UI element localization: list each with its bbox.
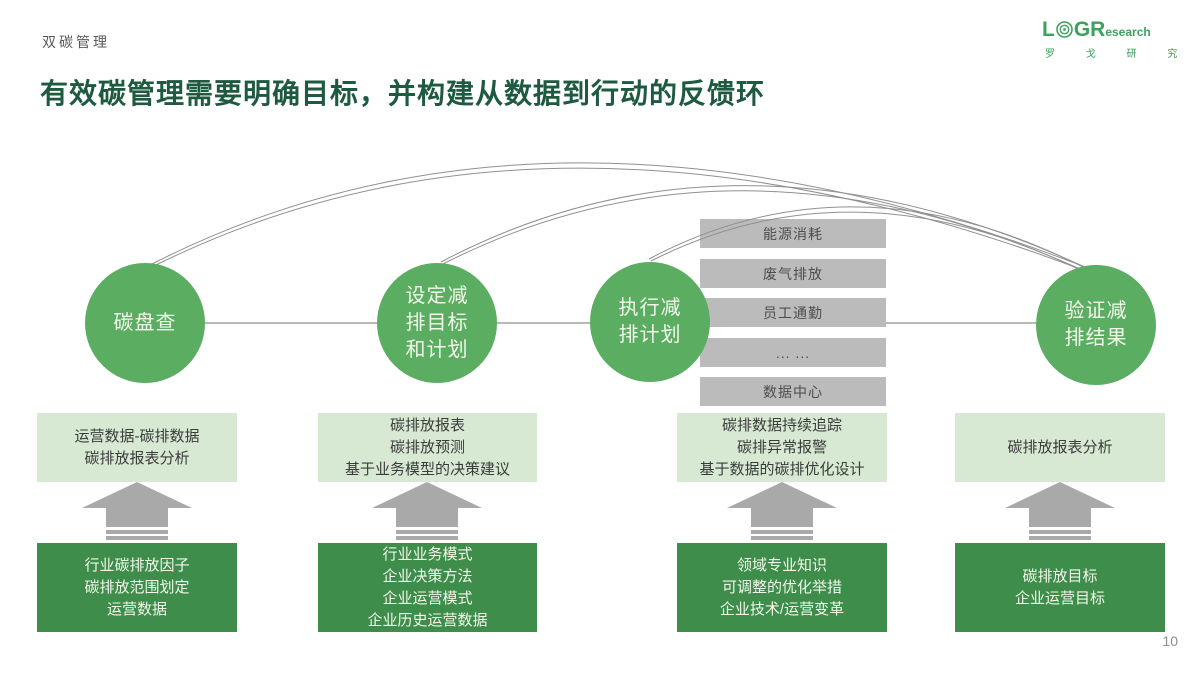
step-label: 设定减 排目标 和计划 (405, 284, 469, 361)
step-circle-verify-results: 验证减 排结果 (1036, 265, 1156, 385)
section-label: 双碳管理 (42, 34, 110, 50)
emission-source-datacenter: 数据中心 (700, 377, 886, 406)
input-box-1: 行业碳排放因子 碳排放范围划定 运营数据 (37, 543, 237, 632)
logo-wordmark: L GR esearch (1042, 18, 1172, 42)
step-circle-execute-plan: 执行减 排计划 (590, 262, 710, 382)
step-circle-set-targets: 设定减 排目标 和计划 (377, 263, 497, 383)
step-circle-carbon-inventory: 碳盘查 (85, 263, 205, 383)
emission-source-energy: 能源消耗 (700, 219, 886, 248)
logo-target-icon (1056, 21, 1073, 43)
input-box-2: 行业业务模式 企业决策方法 企业运营模式 企业历史运营数据 (318, 543, 537, 632)
logo-letters-esearch: esearch (1105, 25, 1151, 39)
emission-source-ellipsis: ... ... (700, 338, 886, 367)
output-box-2: 碳排放报表 碳排放预测 基于业务模型的决策建议 (318, 413, 537, 482)
page-title: 有效碳管理需要明确目标，并构建从数据到行动的反馈环 (40, 78, 766, 109)
output-box-3: 碳排数据持续追踪 碳排异常报警 基于数据的碳排优化设计 (677, 413, 887, 482)
output-box-4: 碳排放报表分析 (955, 413, 1165, 482)
step-label: 碳盘查 (113, 311, 177, 334)
input-box-3: 领域专业知识 可调整的优化举措 企业技术/运营变革 (677, 543, 887, 632)
step-label: 执行减 排计划 (618, 297, 682, 346)
step-label: 验证减 排结果 (1064, 300, 1128, 349)
logo: L GR esearch 罗 戈 研 究 (1042, 18, 1192, 60)
output-box-1: 运营数据-碳排数据 碳排放报表分析 (37, 413, 237, 482)
up-arrow-icon (1005, 482, 1115, 540)
logo-letter-l: L (1042, 18, 1055, 41)
input-box-4: 碳排放目标 企业运营目标 (955, 543, 1165, 632)
up-arrow-icon (372, 482, 482, 540)
emission-source-exhaust: 废气排放 (700, 259, 886, 288)
page-number: 10 (1162, 633, 1178, 649)
up-arrow-icon (82, 482, 192, 540)
logo-chinese-name: 罗 戈 研 究 (1045, 49, 1192, 60)
emission-source-commute: 员工通勤 (700, 298, 886, 327)
up-arrow-icon (727, 482, 837, 540)
logo-letters-gr: GR (1073, 18, 1106, 41)
